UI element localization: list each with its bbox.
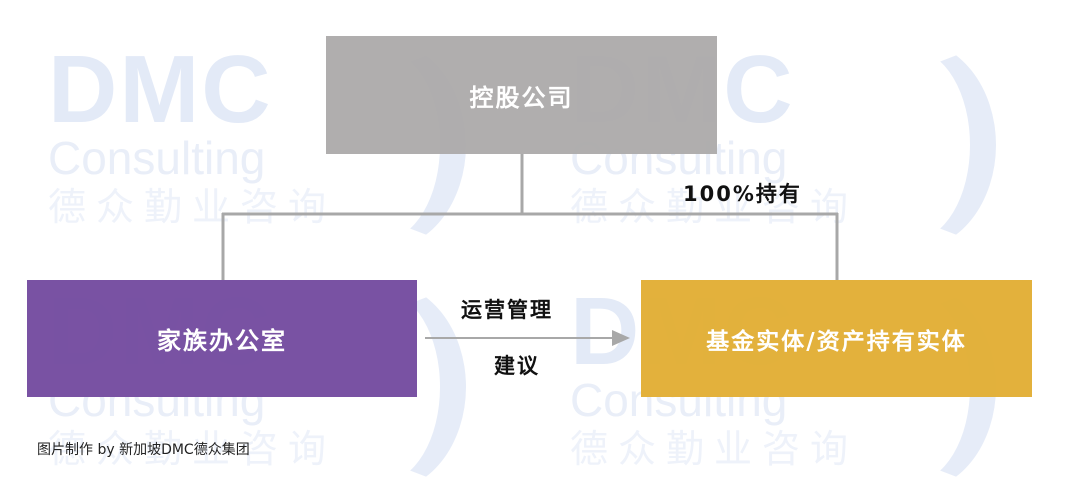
operations-label: 运营管理 — [461, 298, 553, 322]
fund-entity-box: 基金实体/资产持有实体 — [641, 280, 1032, 397]
image-caption: 图片制作 by 新加坡DMC德众集团 — [37, 442, 250, 458]
family-office-box: 家族办公室 — [27, 280, 417, 397]
family-office-label: 家族办公室 — [157, 327, 287, 355]
holding-company-box: 控股公司 — [326, 36, 717, 154]
fund-entity-label: 基金实体/资产持有实体 — [706, 328, 967, 355]
connector-lines — [221, 154, 839, 346]
holding-company-label: 控股公司 — [469, 83, 574, 112]
advice-label: 建议 — [494, 354, 540, 378]
ownership-label: 100%持有 — [683, 182, 802, 206]
